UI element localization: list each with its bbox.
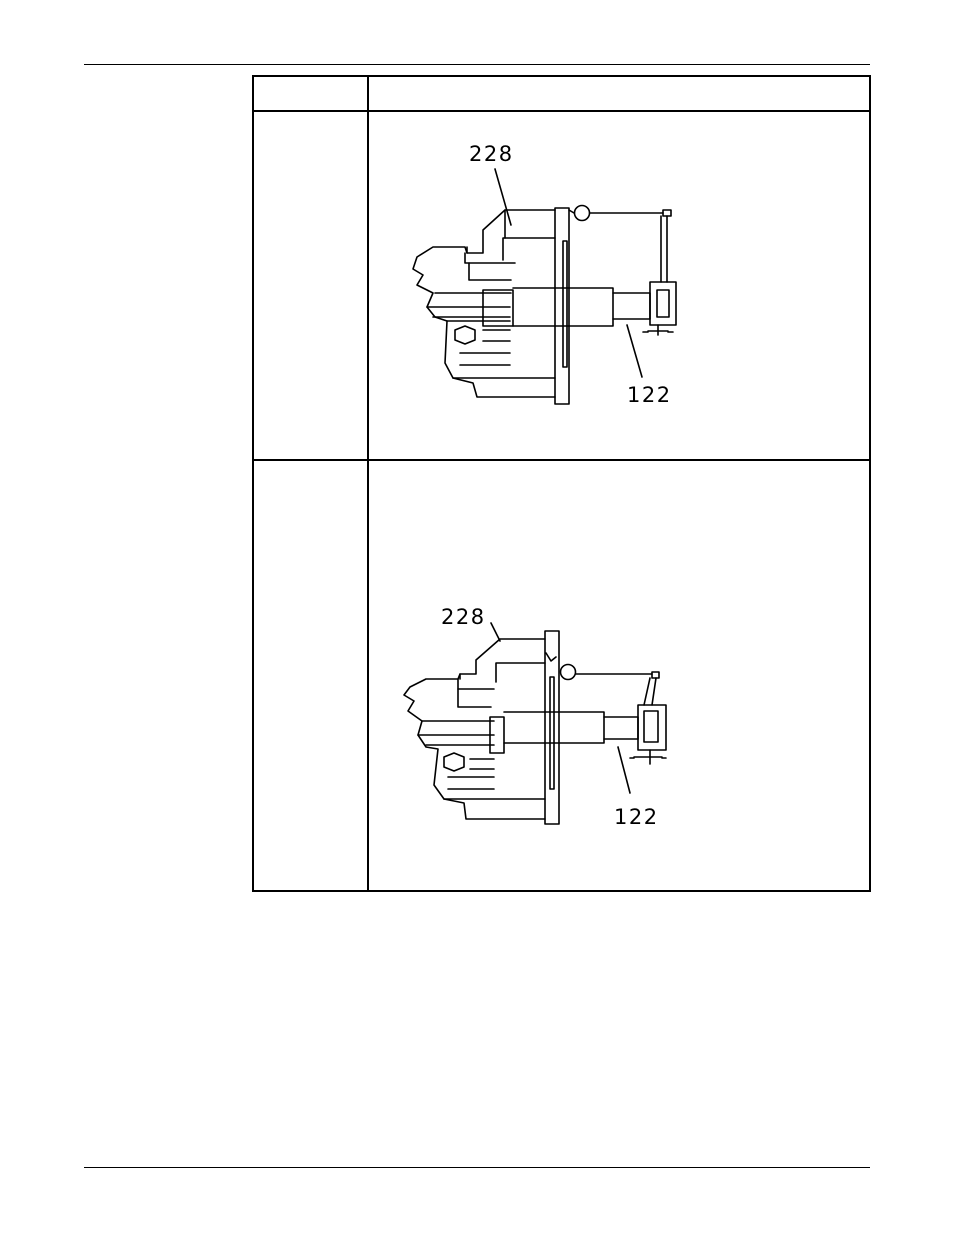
leader-228 [491,623,500,641]
header-step-cell [252,75,368,111]
housing-inner [496,663,545,682]
shaft-extension [613,293,650,319]
hex-nut [444,753,464,771]
clamp-body [650,282,676,325]
leader-122 [627,325,642,377]
housing-inner [503,238,555,260]
hex-nut [455,326,475,344]
row-1-step-cell [252,111,368,460]
footer-rule [84,1167,870,1168]
header-action-cell [368,75,871,111]
dial-gauge [575,206,590,221]
clamp-inner [644,711,658,742]
indicator-arm [652,678,656,705]
housing-outline [404,639,545,819]
leader-122 [618,747,630,793]
shaft-extension [604,717,638,739]
dial-indicator-setup-figure-1: 228 122 [405,135,695,415]
callout-228: 228 [441,605,486,629]
dial-gauge [561,665,576,680]
callout-122: 122 [614,805,659,829]
callout-122: 122 [627,383,672,407]
callout-228: 228 [469,142,514,166]
header-rule [84,64,870,65]
clamp-inner [657,290,669,317]
row-2-step-cell [252,460,368,892]
flange-slot [550,677,554,789]
dial-indicator-setup-figure-2: 228 122 [398,597,688,877]
flange-slot [563,241,567,367]
